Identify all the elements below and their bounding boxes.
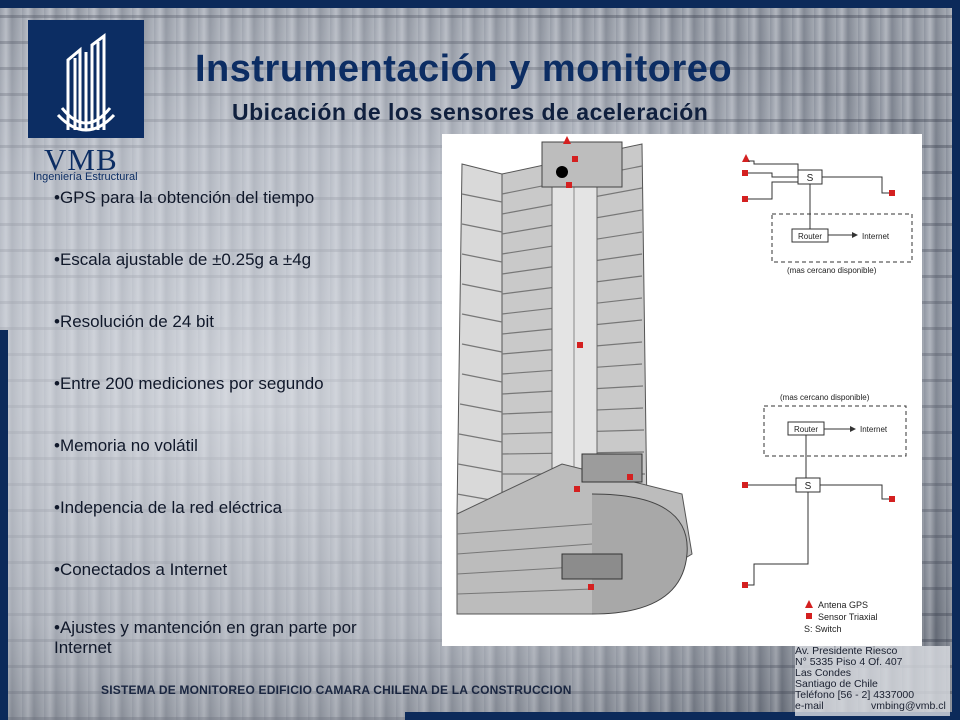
bottom-network-note: (mas cercano disponible)	[780, 393, 870, 402]
top-internet-label: Internet	[862, 232, 890, 241]
feature-item: •Entre 200 mediciones por segundo	[54, 374, 324, 393]
feature-item: •Resolución de 24 bit	[54, 312, 214, 331]
building-logo-icon	[56, 33, 116, 132]
legend-sensor-icon	[806, 613, 812, 619]
address-line: N° 5335 Piso 4 Of. 407	[795, 656, 903, 668]
gps-antenna-marker	[563, 136, 571, 144]
sensor-icon	[889, 496, 895, 502]
feature-item: •Ajustes y mantención en gran parte por …	[54, 618, 357, 657]
address-line: Av. Presidente Riesco	[795, 645, 898, 657]
feature-item: •Escala ajustable de ±0.25g a ±4g	[54, 250, 312, 269]
sensor-marker	[574, 486, 580, 492]
bottom-switch-label: S	[805, 481, 812, 492]
top-switch-label: S	[807, 173, 814, 184]
bottom-router-label: Router	[794, 425, 818, 434]
sensor-marker	[566, 182, 572, 188]
company-logo	[28, 20, 144, 138]
top-network-note: (mas cercano disponible)	[787, 266, 877, 275]
sensor-icon	[742, 582, 748, 588]
feature-item: •Conectados a Internet	[54, 560, 228, 579]
feature-item: •Memoria no volátil	[54, 436, 198, 455]
company-address: Av. Presidente Riesco N° 5335 Piso 4 Of.…	[795, 646, 950, 716]
address-line: e-mail	[795, 700, 824, 712]
frame-top-bar	[0, 0, 960, 8]
feature-item: •Indepencia de la red eléctrica	[54, 498, 283, 517]
sensor-icon	[742, 482, 748, 488]
top-network-diagram	[742, 154, 913, 263]
email-link[interactable]: vmbing@vmb.cl	[871, 700, 946, 712]
logo-tagline: Ingeniería Estructural	[33, 171, 138, 183]
frame-right-top-bar	[770, 0, 960, 8]
frame-left-bar	[0, 330, 8, 720]
sensor-location-diagram: S Router Internet (mas cercano disponibl…	[442, 134, 922, 646]
bottom-internet-label: Internet	[860, 425, 888, 434]
frame-right-bar	[952, 0, 960, 720]
network-boundary	[763, 405, 907, 457]
address-line: Las Condes	[795, 667, 852, 679]
top-router-label: Router	[798, 232, 822, 241]
building-drawing	[456, 141, 693, 615]
sensor-marker	[588, 584, 594, 590]
gps-antenna-icon	[742, 154, 750, 162]
building-sensor-markers	[563, 136, 633, 590]
building-sensor-figure: S Router Internet (mas cercano disponibl…	[456, 136, 913, 634]
logo-wordmark: VMB	[44, 142, 118, 177]
page-subtitle: Ubicación de los sensores de aceleración	[232, 99, 709, 125]
diagram-legend	[805, 600, 813, 619]
legend-gps-icon	[805, 600, 813, 608]
bottom-network-diagram	[742, 405, 907, 588]
address-line: Santiago de Chile	[795, 678, 878, 690]
frame-bottom-bar	[405, 712, 960, 720]
sensor-marker	[577, 342, 583, 348]
sensor-marker	[572, 156, 578, 162]
legend-switch-label: S: Switch	[804, 624, 842, 634]
feature-item: •GPS para la obtención del tiempo	[54, 188, 315, 207]
legend-sensor-label: Sensor Triaxial	[818, 612, 878, 622]
sensor-marker	[627, 474, 633, 480]
address-line: Teléfono [56 - 2] 4337000	[795, 689, 915, 701]
sensor-icon	[742, 196, 748, 202]
sensor-icon	[889, 190, 895, 196]
network-boundary	[771, 213, 913, 263]
legend-gps-label: Antena GPS	[818, 600, 868, 610]
page-title: Instrumentación y monitoreo	[195, 48, 733, 90]
footer-text: SISTEMA DE MONITOREO EDIFICIO CAMARA CHI…	[101, 683, 572, 697]
sensor-icon	[742, 170, 748, 176]
